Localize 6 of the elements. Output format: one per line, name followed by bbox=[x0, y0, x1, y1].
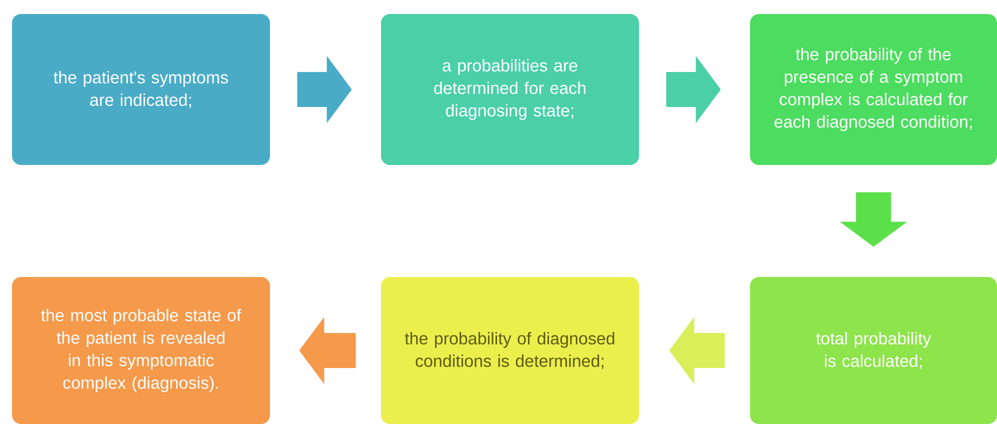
process-box: total probability is calculated; bbox=[750, 277, 997, 424]
process-box: the most probable state of the patient is revealed in this symptomatic complex (diagnosis). bbox=[12, 277, 270, 424]
process-box: the patient's symptoms are indicated; bbox=[12, 14, 270, 165]
process-box: a probabilities are determined for each diagnosing state; bbox=[381, 14, 639, 165]
process-box: the probability of the presence of a symptom complex is calculated for each diagnosed condition; bbox=[750, 14, 997, 165]
process-box: the probability of diagnosed conditions is determined; bbox=[381, 277, 639, 424]
